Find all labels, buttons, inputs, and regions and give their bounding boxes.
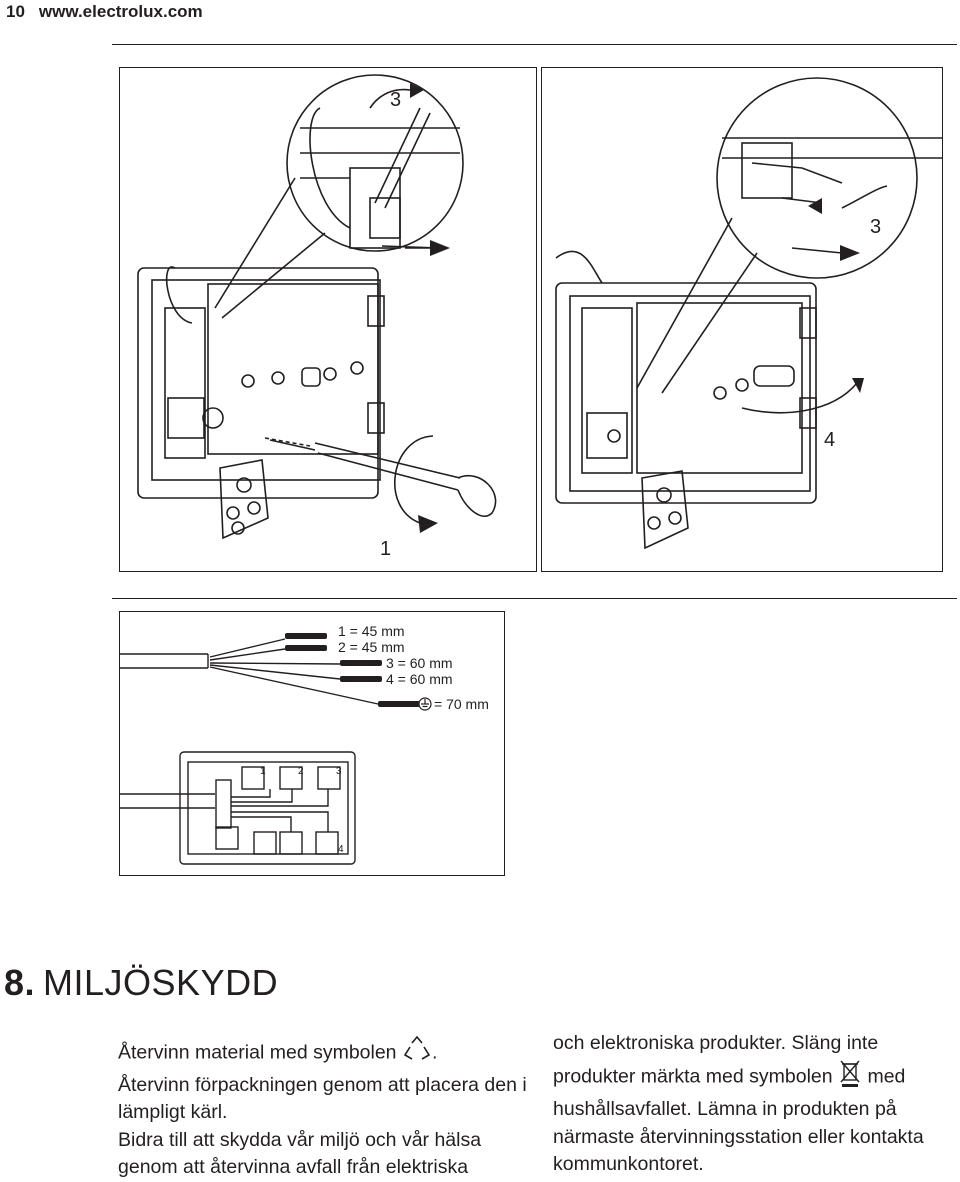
page-number: 10: [6, 2, 25, 21]
installation-drawing-left: 3 1: [137, 74, 497, 560]
step-label-4: 4: [824, 429, 835, 451]
length-1: 1 = 45 mm: [338, 623, 405, 639]
terminal-label-1: 1: [260, 766, 266, 777]
body-column-right: och elektroniska produkter. Släng inte p…: [553, 1030, 953, 1179]
crossed-bin-icon: [838, 1058, 862, 1097]
header-url[interactable]: www.electrolux.com: [38, 2, 203, 21]
terminal-label-4: 4: [338, 844, 344, 855]
recycle-icon: [402, 1035, 432, 1072]
section-heading: 8.MILJÖSKYDD: [4, 962, 278, 1004]
length-ground: = 70 mm: [434, 696, 489, 712]
ground-symbol-icon: [418, 697, 432, 711]
installation-figure-right: 3 4: [541, 67, 943, 572]
length-3: 3 = 60 mm: [386, 655, 453, 671]
terminal-label-3: 3: [336, 766, 342, 777]
step-label-1: 1: [380, 538, 391, 560]
top-rule: [112, 44, 957, 45]
paragraph-recycle-packaging: Återvinn förpackningen genom att placera…: [118, 1073, 527, 1124]
page-header: 10 www.electrolux.com: [6, 2, 203, 22]
paragraph-recycle-material: Återvinn material med symbolen .: [118, 1035, 528, 1072]
wiring-drawing: 1 = 45 mm 2 = 45 mm 3 = 60 mm 4 = 60 mm …: [120, 623, 489, 865]
mid-rule: [112, 598, 957, 599]
body-column-left: Återvinn material med symbolen . Återvin…: [118, 1035, 528, 1182]
step-label-3: 3: [870, 216, 881, 238]
paragraph-protect-environment: Bidra till att skydda vår miljö och vår …: [118, 1128, 482, 1179]
installation-drawing-right: 3 4: [555, 77, 942, 550]
wiring-figure: 1 = 45 mm 2 = 45 mm 3 = 60 mm 4 = 60 mm …: [119, 611, 505, 876]
terminal-label-2: 2: [298, 766, 304, 777]
length-2: 2 = 45 mm: [338, 639, 405, 655]
step-label-2: 3: [390, 89, 401, 111]
section-title: MILJÖSKYDD: [43, 962, 279, 1003]
length-labels: 1 = 45 mm 2 = 45 mm 3 = 60 mm 4 = 60 mm …: [338, 623, 489, 712]
installation-figure-left: 3 1: [119, 67, 537, 572]
paragraph-weee: och elektroniska produkter. Släng inte p…: [553, 1032, 924, 1175]
section-number: 8.: [4, 962, 36, 1003]
length-4: 4 = 60 mm: [386, 671, 453, 687]
